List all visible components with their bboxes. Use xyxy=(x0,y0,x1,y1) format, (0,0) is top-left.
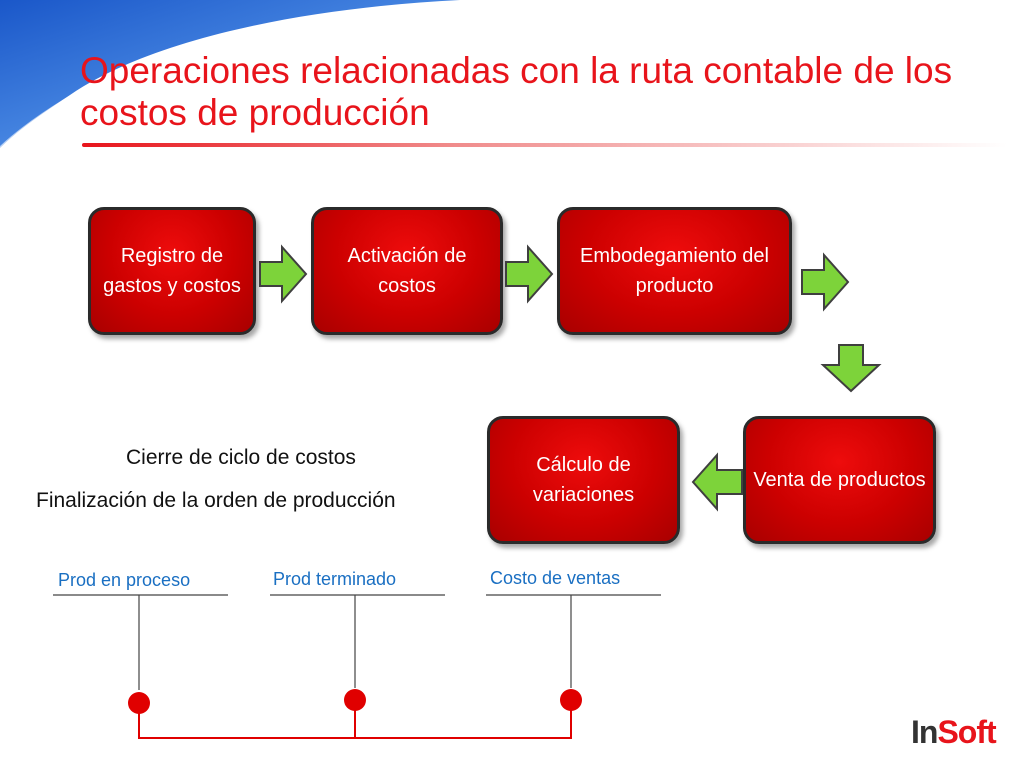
arrow-left-icon xyxy=(691,452,743,512)
step-registro: Registro de gastos y costos xyxy=(88,207,256,335)
arrow-right-icon xyxy=(505,244,554,304)
account-label-costo-de-ventas: Costo de ventas xyxy=(490,568,621,588)
step-venta-label: Venta de productos xyxy=(753,469,926,491)
logo-part-soft: Soft xyxy=(937,714,996,750)
caption-finalizacion: Finalización de la orden de producción xyxy=(36,489,396,512)
arrow-right-icon xyxy=(259,244,308,304)
step-registro-label: Registro de gastos y costos xyxy=(103,245,241,297)
node-dot xyxy=(560,689,582,711)
logo-part-in: In xyxy=(911,714,938,750)
arrow-down-icon xyxy=(820,344,882,393)
step-activacion-label: Activación de costos xyxy=(347,245,467,297)
node-dot xyxy=(344,689,366,711)
corner-swoosh xyxy=(0,0,460,150)
title-underline xyxy=(82,143,1007,147)
node-dot xyxy=(128,692,150,714)
step-embodegamiento-label: Embodegamiento del producto xyxy=(579,245,769,297)
step-venta: Venta de productos xyxy=(743,416,936,544)
slide-title: Operaciones relacionadas con la ruta con… xyxy=(80,50,953,133)
account-label-prod-terminado: Prod terminado xyxy=(273,569,397,589)
account-label-prod-en-proceso: Prod en proceso xyxy=(58,570,191,590)
step-embodegamiento: Embodegamiento del producto xyxy=(557,207,792,335)
insoft-logo: InSoft xyxy=(911,714,997,751)
step-activacion: Activación de costos xyxy=(311,207,503,335)
arrow-right-icon xyxy=(801,252,850,312)
caption-cierre: Cierre de ciclo de costos xyxy=(126,446,356,469)
step-calculo: Cálculo de variaciones xyxy=(487,416,680,544)
step-calculo-label: Cálculo de variaciones xyxy=(532,454,635,506)
